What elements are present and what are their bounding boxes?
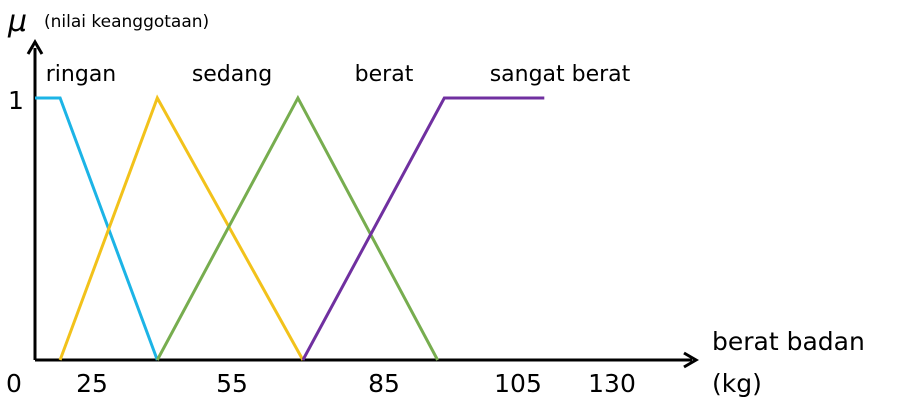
x-axis-unit: (kg) [712,369,762,398]
series-label: berat [355,62,414,87]
x-axis-label: berat badan [712,327,865,356]
series-label: sangat berat [490,62,631,87]
series-line-sedang [58,94,305,361]
x-tick-label: 85 [368,369,400,398]
x-tick-label: 25 [76,369,108,398]
series-lines [35,94,545,361]
x-tick-label: 55 [216,369,248,398]
x-axis-arrow [683,351,699,369]
x-tick-label: 105 [494,369,542,398]
series-label: ringan [46,62,117,87]
y-axis-arrow [26,39,44,55]
x-tick-label: 0 [6,369,22,398]
series-labels: ringan sedang berat sangat berat [46,62,631,87]
y-tick-label: 1 [8,86,24,115]
series-line-sangat-berat [301,96,545,361]
x-tick-labels: 0 25 55 85 105 130 [6,369,636,398]
series-line-berat [155,94,439,361]
y-axis-symbol: μ [7,4,27,39]
series-label: sedang [192,62,272,87]
y-axis-label: (nilai keanggotaan) [44,12,209,32]
x-tick-label: 130 [588,369,636,398]
axes [26,39,699,369]
series-line-ringan [35,96,159,361]
